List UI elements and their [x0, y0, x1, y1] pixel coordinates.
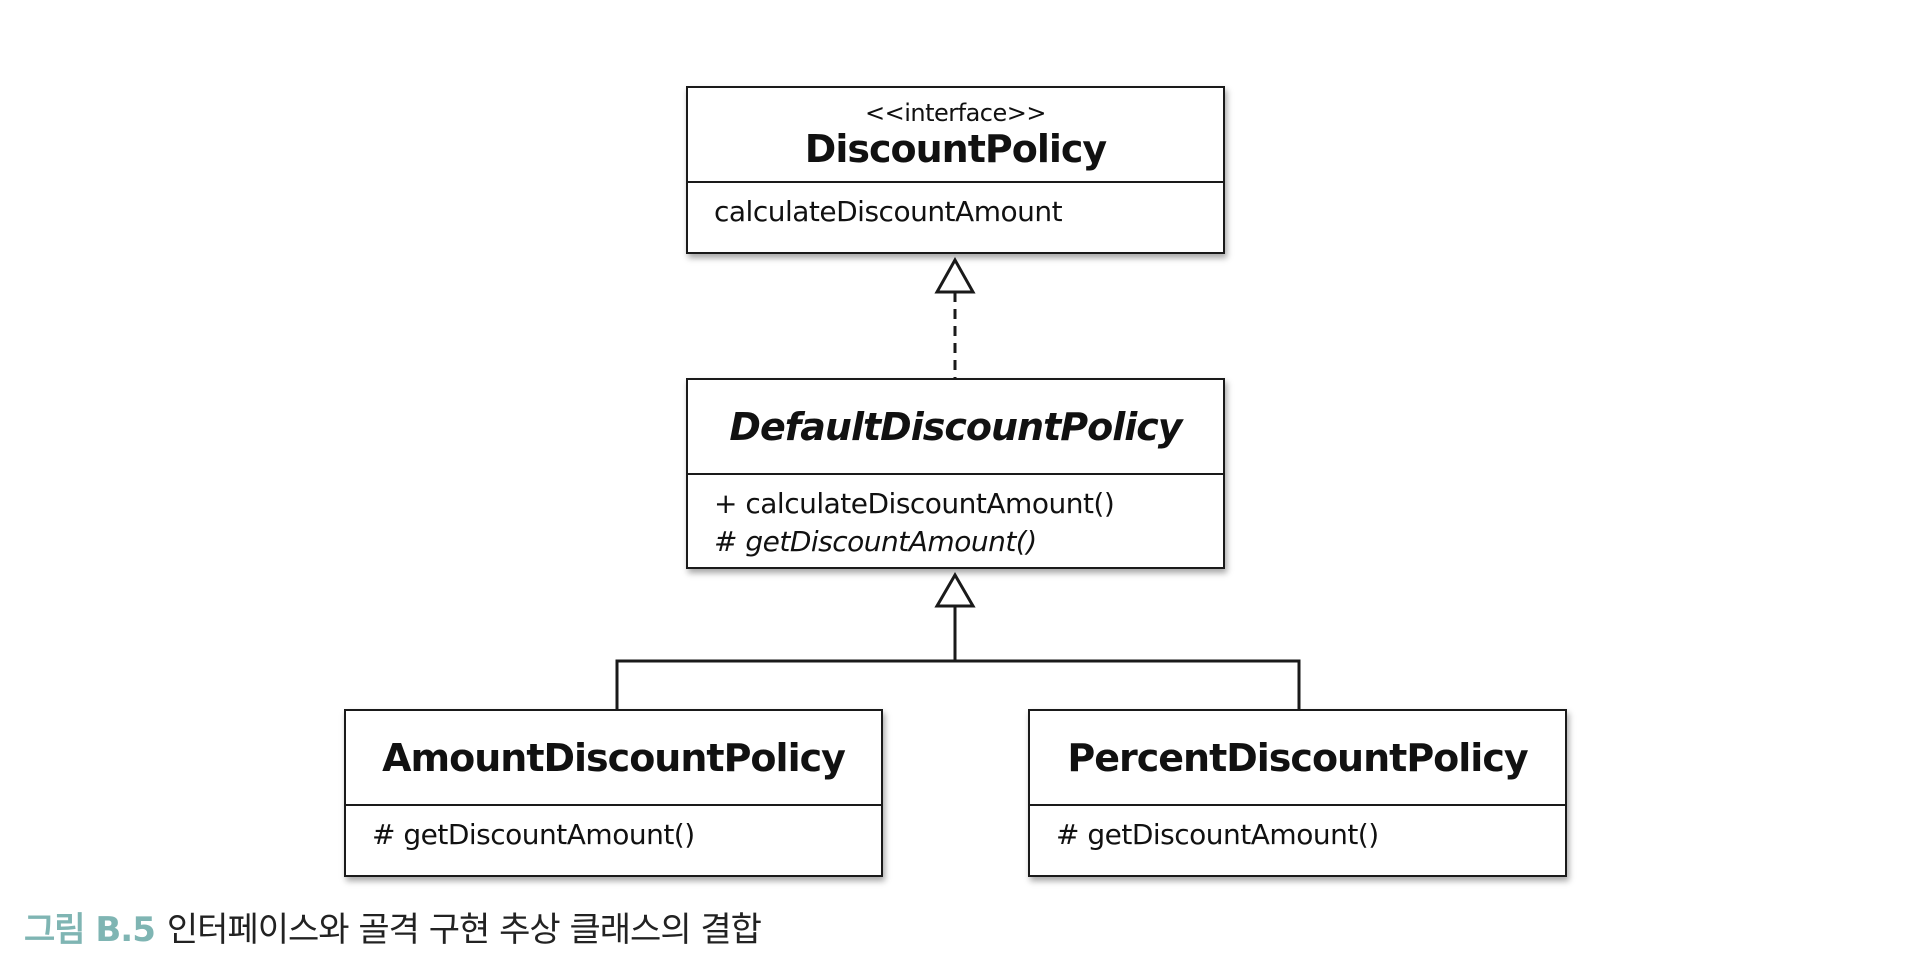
discount-policy-name: DiscountPolicy: [804, 126, 1107, 171]
operation-item: + calculateDiscountAmount(): [714, 487, 1115, 520]
operation-item: calculateDiscountAmount: [714, 195, 1063, 228]
generalization-branch-line: [615, 659, 1301, 711]
amount-discount-policy-name: AmountDiscountPolicy: [382, 735, 846, 780]
percent-discount-policy-name: PercentDiscountPolicy: [1067, 735, 1528, 780]
discount-policy-interface-box: <<interface>> DiscountPolicy calculateDi…: [686, 86, 1225, 254]
operation-item-abstract: # getDiscountAmount(): [714, 525, 1037, 558]
default-discount-policy-operations: + calculateDiscountAmount() # getDiscoun…: [688, 475, 1223, 561]
discount-policy-operations: calculateDiscountAmount: [688, 183, 1223, 231]
interface-stereotype: <<interface>>: [865, 98, 1046, 127]
figure-caption-text: 인터페이스와 골격 구현 추상 클래스의 결합: [166, 910, 762, 950]
percent-discount-policy-box: PercentDiscountPolicy # getDiscountAmoun…: [1028, 709, 1567, 877]
default-discount-policy-name: DefaultDiscountPolicy: [729, 404, 1182, 449]
figure-caption-label: 그림 B.5: [24, 910, 156, 950]
operation-item: # getDiscountAmount(): [1056, 818, 1379, 851]
percent-discount-policy-operations: # getDiscountAmount(): [1030, 806, 1565, 854]
discount-policy-header: <<interface>> DiscountPolicy: [688, 88, 1223, 183]
amount-discount-policy-operations: # getDiscountAmount(): [346, 806, 881, 854]
amount-discount-policy-header: AmountDiscountPolicy: [346, 711, 881, 806]
realization-arrowhead: [934, 256, 976, 294]
amount-discount-policy-box: AmountDiscountPolicy # getDiscountAmount…: [344, 709, 883, 877]
operation-item: # getDiscountAmount(): [372, 818, 695, 851]
percent-discount-policy-header: PercentDiscountPolicy: [1030, 711, 1565, 806]
generalization-arrowhead: [934, 572, 976, 608]
default-discount-policy-box: DefaultDiscountPolicy + calculateDiscoun…: [686, 378, 1225, 569]
default-discount-policy-header: DefaultDiscountPolicy: [688, 380, 1223, 475]
